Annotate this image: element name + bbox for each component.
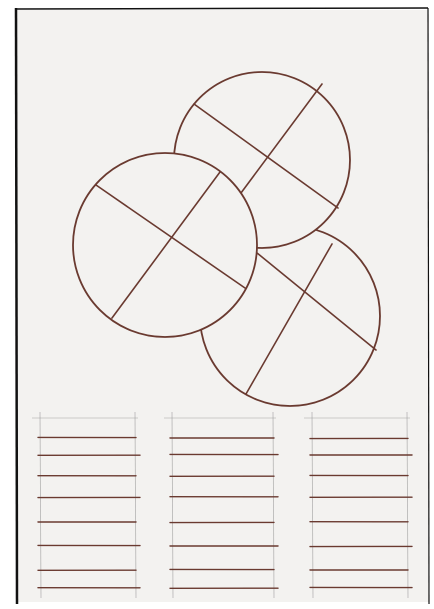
paper-top-edge — [16, 8, 428, 9]
paper-left-edge — [16, 8, 17, 604]
circle-outline — [73, 153, 257, 337]
circle-sketch-3 — [73, 153, 257, 337]
